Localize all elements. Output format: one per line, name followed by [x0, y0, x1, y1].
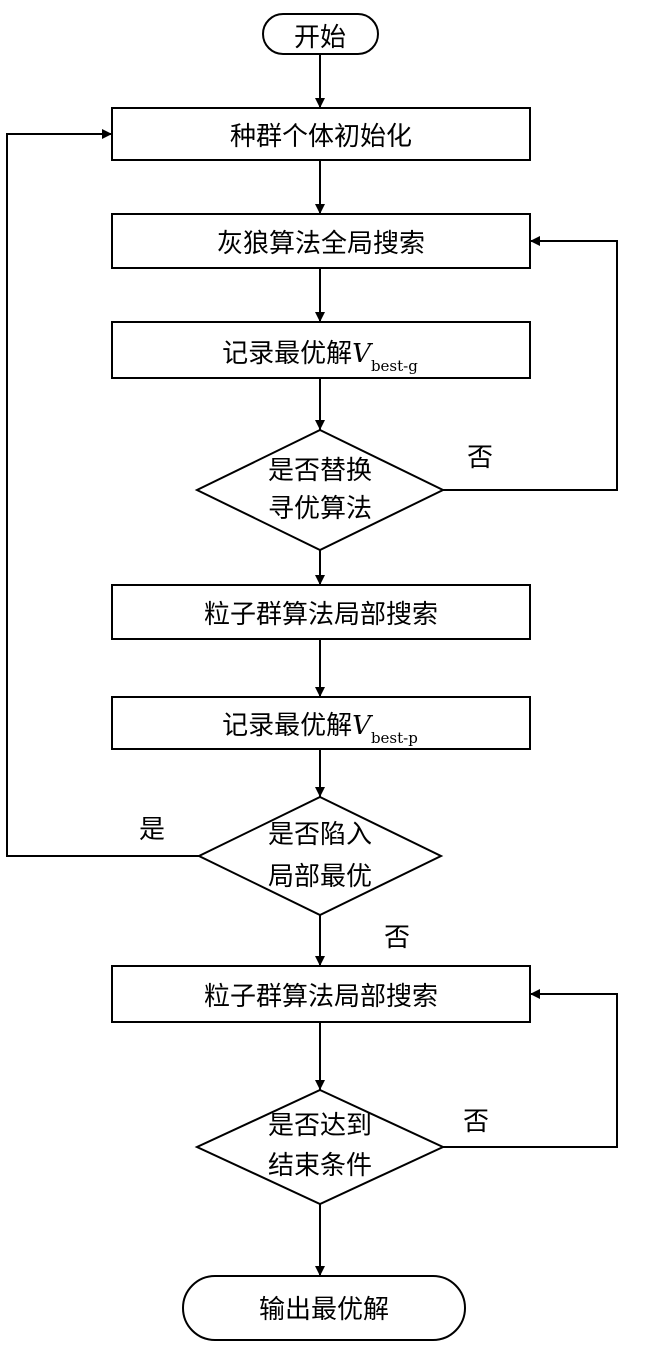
gwo-search-process: 灰狼算法全局搜索: [111, 213, 531, 269]
record-g-text: 记录最优解: [222, 339, 352, 369]
record-p-subscript: best-p: [371, 729, 418, 747]
end-label: 输出最优解: [259, 1295, 389, 1325]
decision-local-line1: 是否陷入: [268, 820, 372, 850]
pso-search-1-process: 粒子群算法局部搜索: [111, 584, 531, 640]
decision-local-optimum: 是否陷入 局部最优: [196, 795, 444, 917]
arrow-yes-loop-to-init: [6, 129, 199, 857]
decision-local-line2: 局部最优: [268, 862, 372, 892]
decision-end-line1: 是否达到: [268, 1111, 372, 1141]
decision-end-line2: 结束条件: [268, 1151, 372, 1181]
arrow-no-loop-to-gwo: [443, 236, 618, 491]
label-no-switch: 否: [467, 443, 493, 473]
pso-search-1-label: 粒子群算法局部搜索: [204, 600, 438, 630]
pso-search-2-label: 粒子群算法局部搜索: [204, 982, 438, 1012]
decision-end-condition: 是否达到 结束条件: [194, 1088, 446, 1206]
record-p-text: 记录最优解: [222, 711, 352, 741]
record-p-var: V: [352, 711, 373, 741]
record-g-subscript: best-g: [371, 357, 418, 375]
label-no-end: 否: [463, 1107, 489, 1137]
record-best-g-process: 记录最优解Vbest-g: [111, 321, 531, 379]
init-label: 种群个体初始化: [230, 122, 412, 152]
record-best-p-process: 记录最优解Vbest-p: [111, 696, 531, 750]
pso-search-2-process: 粒子群算法局部搜索: [111, 965, 531, 1023]
start-label: 开始: [294, 23, 346, 53]
label-no-local: 否: [384, 923, 410, 953]
label-yes-local: 是: [139, 815, 165, 845]
start-node: 开始: [262, 13, 379, 55]
decision-switch-line1: 是否替换: [268, 456, 372, 486]
end-node: 输出最优解: [182, 1275, 466, 1341]
record-best-g-label: 记录最优解Vbest-g: [222, 339, 418, 375]
record-g-var: V: [352, 339, 373, 369]
gwo-search-label: 灰狼算法全局搜索: [217, 229, 425, 259]
record-best-p-label: 记录最优解Vbest-p: [222, 711, 418, 747]
arrow-no-loop-to-pso2: [443, 989, 618, 1148]
decision-switch-line2: 寻优算法: [268, 494, 372, 524]
init-process: 种群个体初始化: [111, 107, 531, 161]
decision-switch: 是否替换 寻优算法: [194, 428, 446, 552]
